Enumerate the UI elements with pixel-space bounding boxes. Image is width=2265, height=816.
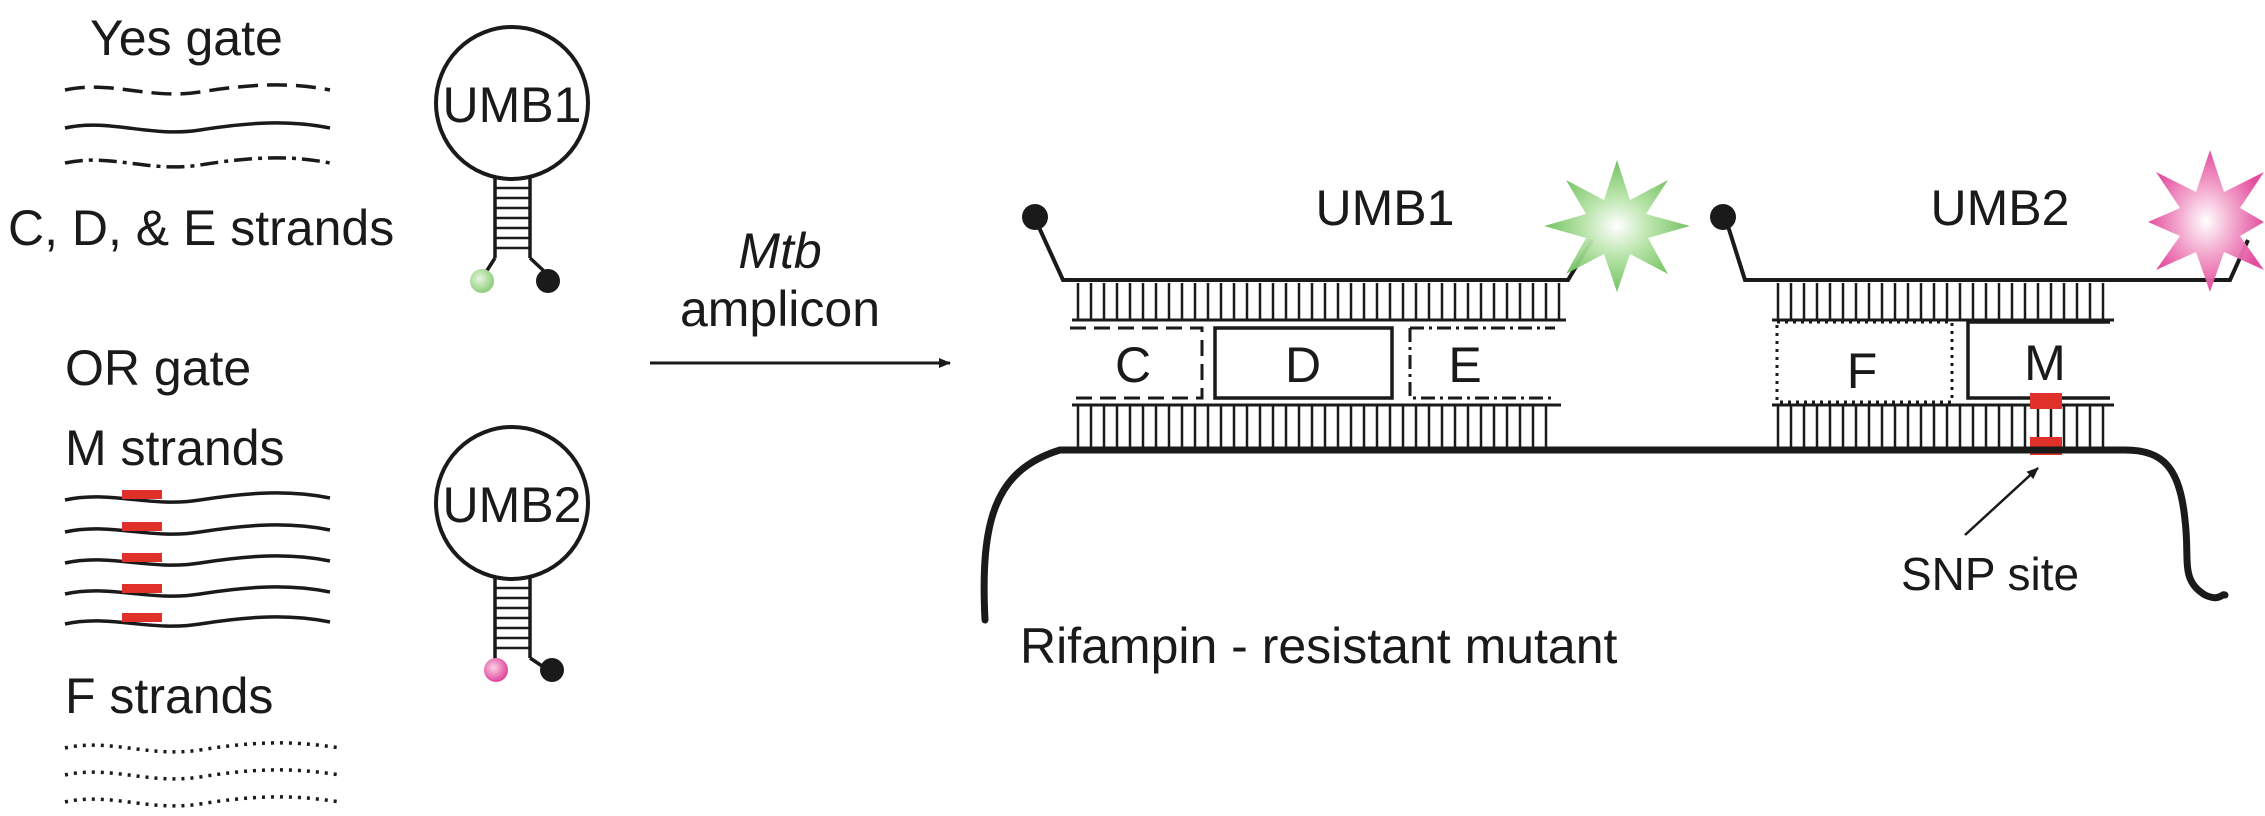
box-c-label: C (1115, 337, 1151, 393)
e-strand-dashdot (64, 156, 331, 169)
box-e-label: E (1448, 337, 1481, 393)
arrow-label-italic: Mtb (738, 223, 821, 279)
umb2-upper-base-pairs (1772, 283, 2114, 322)
amplicon-arrow-group: Mtb amplicon (650, 223, 951, 368)
umb1-quencher (1022, 204, 1048, 230)
umb2-fluorophore-dot (484, 658, 508, 682)
umb2-quencher (1710, 204, 1736, 230)
cde-strands-label: C, D, & E strands (8, 200, 394, 256)
umb1-arm (1035, 222, 1594, 282)
strand-box-c (1070, 326, 1204, 400)
m-strands-label: M strands (65, 420, 285, 476)
umb2-quencher-dot (540, 658, 564, 682)
umb2-probe-label: UMB2 (443, 477, 582, 533)
strand-box-d (1213, 326, 1394, 400)
assembled-complex: UMB1 UMB2 C D E F M SNP site (980, 150, 2264, 674)
m-strands (64, 491, 331, 628)
umb1-complex-label: UMB1 (1316, 180, 1455, 236)
umb1-quencher-dot (536, 269, 560, 293)
box-f-label: F (1847, 343, 1878, 399)
umb2-lower-base-pairs (1772, 403, 2114, 447)
umb1-probe-label: UMB1 (443, 77, 582, 133)
snp-mark-upper (2030, 393, 2062, 409)
arrow-label-plain: amplicon (680, 281, 880, 337)
snp-site-label: SNP site (1901, 548, 2079, 600)
amplicon-strand (980, 446, 2229, 624)
umb1-fluorescence-burst (1544, 160, 1690, 292)
yes-gate-group: Yes gate C, D, & E strands (8, 10, 394, 256)
umb2-arm (1725, 222, 2250, 282)
m-strand-snp-marks (122, 490, 162, 622)
box-d-label: D (1285, 337, 1321, 393)
umb2-hairpin-probe: UMB2 (434, 425, 590, 682)
umb1-hairpin-probe: UMB1 (434, 25, 590, 293)
f-strands-label: F strands (65, 668, 273, 724)
d-strand-solid (64, 121, 331, 134)
strand-box-e (1408, 326, 1555, 400)
mutant-label: Rifampin - resistant mutant (1020, 618, 1618, 674)
yes-gate-label: Yes gate (90, 10, 283, 66)
c-strand-dashed (64, 83, 331, 96)
umb1-lower-base-pairs (1072, 403, 1561, 447)
umb2-fluorescence-burst (2148, 150, 2264, 292)
umb2-complex-label: UMB2 (1931, 180, 2070, 236)
snp-pointer-arrow (1964, 467, 2039, 536)
umb1-fluorophore-dot (470, 269, 494, 293)
umb1-upper-base-pairs (1072, 283, 1566, 322)
box-m-label: M (2024, 335, 2066, 391)
or-gate-group: OR gate M strands F strands (64, 340, 341, 808)
f-strands (64, 741, 341, 808)
or-gate-label: OR gate (65, 340, 251, 396)
